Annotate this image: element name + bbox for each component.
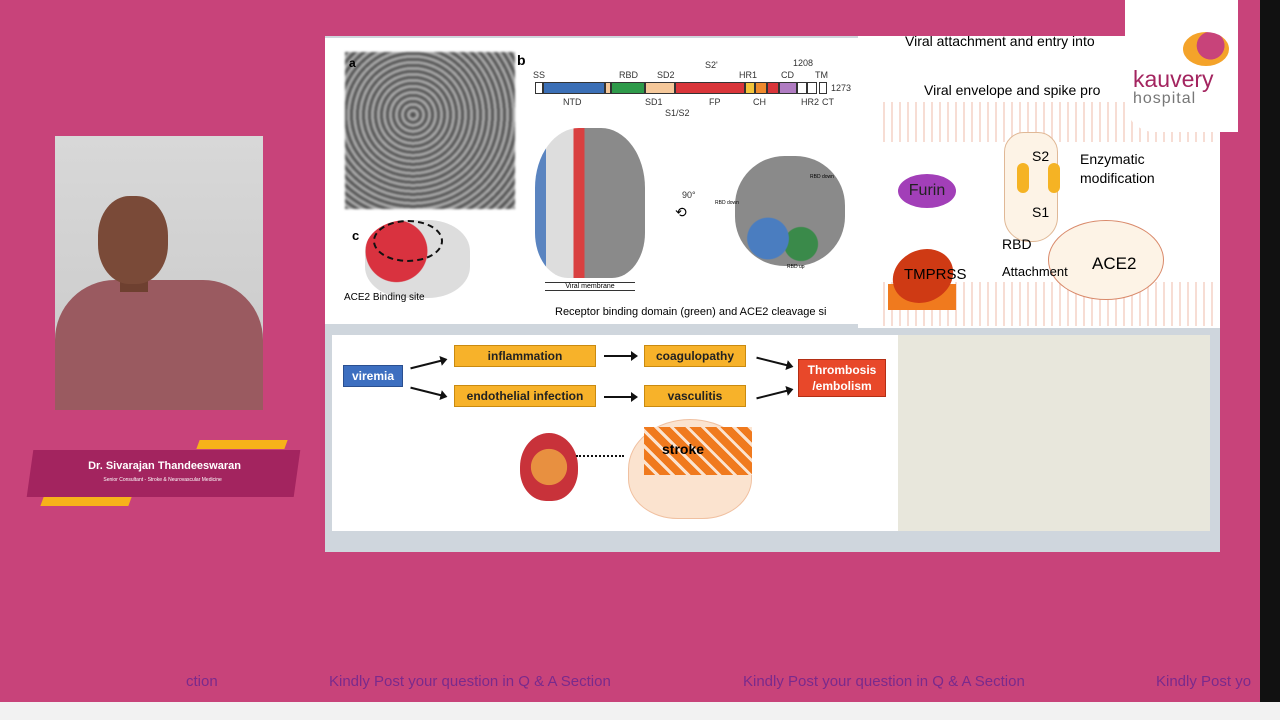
domain-label: SD2 [657, 70, 675, 80]
stroke-label: stroke [662, 441, 705, 457]
presenter-body [55, 280, 263, 410]
domain-label: HR2 [801, 97, 820, 107]
frame-edge [0, 702, 1280, 720]
stroke-region [644, 427, 752, 475]
panel-label: c [352, 228, 360, 243]
ace2-binding-label: ACE2 Binding site [344, 292, 425, 303]
presenter-role: Senior Consultant - Stroke & Neurovascul… [103, 477, 222, 483]
panel-label: b [517, 52, 526, 68]
viral-entry-panel: Viral attachment and entry into Viral en… [858, 33, 1220, 328]
ticker-text: Kindly Post your question in Q & A Secti… [329, 673, 611, 690]
domain-label: CH [753, 97, 766, 107]
presenter-head [98, 196, 168, 284]
kauvery-logo: kauvery hospital [1125, 0, 1238, 132]
ticker-text: Kindly Post yo [1156, 673, 1252, 690]
blood-vessel-illustration [520, 433, 578, 501]
electron-micrograph [345, 52, 515, 209]
cleavage-site [1048, 163, 1060, 193]
presenter-name: Dr. Sivarajan Thandeeswaran [88, 460, 241, 472]
slide-background [898, 335, 1210, 531]
stroke-pathway-panel: viremia inflammation coagulopathy endoth… [332, 335, 898, 531]
vasculitis-box: vasculitis [644, 385, 746, 407]
panel-label: a [349, 56, 356, 70]
logo-mark [1183, 32, 1229, 66]
domain-label: TM [815, 70, 828, 80]
panel-title: Viral attachment and entry into [905, 33, 1095, 49]
spike-trimer-top [735, 156, 845, 266]
domain-label: CD [781, 70, 794, 80]
endothelial-box: endothelial infection [454, 385, 596, 407]
rbd-down-label: RBD down [715, 200, 739, 206]
logo-sub: hospital [1133, 90, 1197, 107]
ticker-text: ction [186, 673, 218, 690]
domain-label: FP [709, 97, 721, 107]
ticker-text: Kindly Post your question in Q & A Secti… [743, 673, 1025, 690]
thrombosis-box: Thrombosis /embolism [798, 359, 886, 397]
inflammation-box: inflammation [454, 345, 596, 367]
dotted-arrow [576, 455, 624, 457]
enzymatic-label: Enzymatic modification [1080, 151, 1155, 186]
name-banner: Dr. Sivarajan Thandeeswaran Senior Consu… [26, 450, 301, 497]
arrow [604, 351, 638, 361]
banner-accent [196, 440, 288, 449]
panel-subtitle: Viral envelope and spike pro [924, 82, 1101, 98]
arrow [604, 392, 638, 402]
s2-label: S2 [1032, 148, 1050, 164]
domain-label: SD1 [645, 97, 663, 107]
ace2-receptor [1048, 220, 1164, 300]
domain-label: CT [822, 97, 834, 107]
domain-label: HR1 [739, 70, 758, 80]
tmprss-label: TMPRSS [904, 266, 967, 283]
arrow [410, 386, 446, 398]
spike-trimer-side [535, 128, 645, 278]
viral-membrane-label: Viral membrane [545, 282, 635, 291]
slide-caption: Receptor binding domain (green) and ACE2… [555, 306, 827, 318]
attachment-label: Attachment [1002, 264, 1068, 279]
domain-label: 1208 [793, 58, 814, 68]
s1-label: S1 [1032, 204, 1050, 220]
furin-enzyme: Furin [898, 174, 956, 208]
domain-label: NTD [563, 97, 582, 107]
domain-label: S1/S2 [665, 108, 690, 118]
binding-site-outline [373, 220, 443, 262]
banner-accent [40, 497, 132, 506]
arrow [756, 388, 792, 400]
domain-label: SS [533, 70, 546, 80]
ace2-label: ACE2 [1092, 254, 1137, 273]
rbd-down-label: RBD down [810, 174, 834, 180]
logo-brand: kauvery [1133, 66, 1214, 92]
domain-bar [535, 82, 845, 94]
spike-structure-panel: a b SS RBD SD2 S2' HR1 CD 1208 TM 1273 N… [325, 38, 860, 324]
domain-label: S2' [705, 60, 718, 70]
rotate-icon: ⟲ [675, 204, 687, 220]
arrow [410, 358, 446, 370]
rbd-up-label: RBD up [787, 264, 805, 270]
domain-label: RBD [619, 70, 639, 80]
cleavage-site [1017, 163, 1029, 193]
arrow [756, 356, 792, 368]
coagulopathy-box: coagulopathy [644, 345, 746, 367]
rbd-label: RBD [1002, 236, 1032, 252]
viremia-box: viremia [343, 365, 403, 387]
domain-label: 1273 [831, 83, 852, 93]
frame-edge [1260, 0, 1280, 720]
rotation-label: 90° [682, 190, 696, 200]
